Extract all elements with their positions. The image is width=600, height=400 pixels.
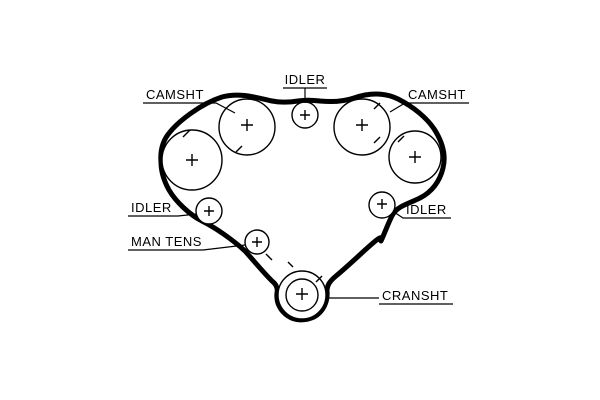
label-cransht: CRANSHT <box>382 288 448 303</box>
leader-idler-left <box>128 213 198 217</box>
label-man-tens: MAN TENS <box>131 234 202 249</box>
timing-marks <box>182 102 405 283</box>
leader-cransht <box>326 297 453 305</box>
label-camsht-left: CAMSHT <box>146 87 204 102</box>
label-camsht-right: CAMSHT <box>408 87 466 102</box>
label-idler-left: IDLER <box>131 200 172 215</box>
leader-camsht-left <box>143 102 236 114</box>
pulley-center-crosses <box>186 110 421 300</box>
leader-camsht-right <box>389 102 469 113</box>
timing-belt <box>158 91 447 323</box>
label-idler-top: IDLER <box>285 72 326 87</box>
labels: CAMSHT IDLER CAMSHT IDLER MAN TENS IDLER… <box>128 72 469 305</box>
leader-man-tens <box>128 244 246 251</box>
leader-idler-top <box>283 87 327 103</box>
leader-idler-right <box>393 211 451 219</box>
label-idler-right: IDLER <box>406 202 447 217</box>
